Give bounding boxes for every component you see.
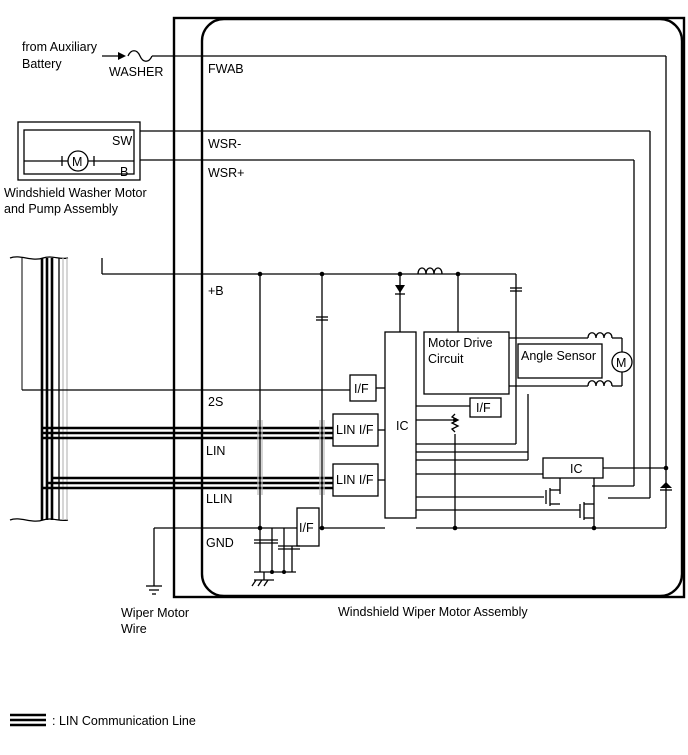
washer-fuse-label: WASHER [109, 65, 163, 79]
legend-label: : LIN Communication Line [52, 714, 196, 728]
if-gnd-label: I/F [299, 521, 314, 535]
llin-line [42, 476, 333, 490]
lin-legend-symbol [10, 713, 46, 727]
if-block-2s [349, 374, 377, 402]
pin-fwab: FWAB [208, 62, 244, 76]
washer-assembly-label-2: and Pump Assembly [4, 202, 119, 216]
pin-llin: LLIN [206, 492, 232, 506]
wiper-motor-symbol: M [616, 356, 626, 370]
fwab-circuit [102, 50, 672, 529]
pin-gnd: GND [206, 536, 234, 550]
pin-plus-b: +B [208, 284, 224, 298]
wiper-motor-wire-harness [9, 256, 69, 522]
wiper-motor-wire-label-1: Wiper Motor [121, 606, 189, 620]
lin-if-1-label: LIN I/F [336, 423, 374, 437]
main-ic-block [384, 331, 417, 519]
pin-2s: 2S [208, 395, 223, 409]
washer-motor-symbol: M [72, 155, 82, 169]
battery-plus-line [101, 258, 522, 572]
wiper-motor-icon [611, 351, 633, 373]
angle-sensor-label: Angle Sensor [521, 349, 596, 363]
washer-assembly-label-1: Windshield Washer Motor [4, 186, 147, 200]
motor-drive-label-1: Motor Drive [428, 336, 493, 350]
angle-sensor-block [517, 343, 603, 379]
lin-if-2-label: LIN I/F [336, 473, 374, 487]
motor-drive-label-2: Circuit [428, 352, 464, 366]
small-ic-label: IC [570, 462, 583, 476]
if-block-gnd [296, 507, 320, 547]
ground-capacitors [251, 528, 300, 587]
pin-wsr-plus: WSR+ [208, 166, 244, 180]
if-2s-label: I/F [354, 382, 369, 396]
from-aux-battery-label-1: from Auxiliary [22, 40, 98, 54]
if-md-label: I/F [476, 401, 491, 415]
if-block-md [469, 397, 502, 418]
output-transistors [545, 488, 594, 520]
lin-line [42, 426, 333, 440]
pin-wsr-minus: WSR- [208, 137, 241, 151]
pin-lin: LIN [206, 444, 225, 458]
wiper-assembly-inner-frame [200, 17, 684, 598]
main-ic-label: IC [396, 419, 409, 433]
washer-pin-sw: SW [112, 134, 132, 148]
wiper-motor-wire-label-2: Wire [121, 622, 147, 636]
washer-pin-b: B [120, 165, 128, 179]
wiper-assembly-label: Windshield Wiper Motor Assembly [338, 605, 528, 619]
from-aux-battery-label-2: Battery [22, 57, 62, 71]
washer-fuse-icon [127, 50, 153, 62]
lin-if-block-2 [332, 463, 379, 497]
motor-drive-circuit-block [423, 331, 510, 395]
